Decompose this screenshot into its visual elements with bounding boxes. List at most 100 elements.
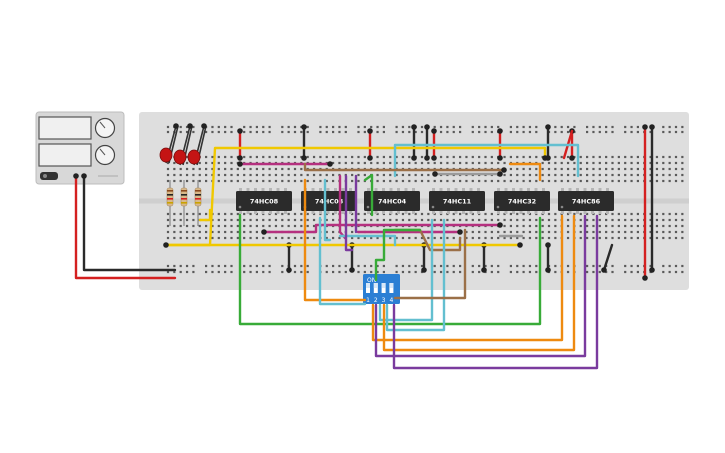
hole[interactable] [319,125,322,129]
hole[interactable] [293,264,297,268]
hole[interactable] [452,212,455,216]
hole[interactable] [478,230,481,234]
hole[interactable] [439,161,443,165]
hole[interactable] [516,264,519,268]
hole[interactable] [617,236,620,240]
hole[interactable] [274,173,278,177]
hole[interactable] [592,270,595,274]
hole[interactable] [376,155,379,159]
hole[interactable] [420,179,424,183]
hole[interactable] [205,155,208,159]
hole[interactable] [636,155,639,159]
hole[interactable] [655,167,659,171]
hole[interactable] [516,224,519,228]
hole[interactable] [554,161,557,165]
hole[interactable] [205,224,208,228]
hole[interactable] [674,218,678,222]
hole[interactable] [649,212,652,216]
hole[interactable] [408,270,411,274]
hole[interactable] [211,125,214,129]
hole[interactable] [262,130,265,134]
hole[interactable] [624,179,627,183]
hole[interactable] [395,173,398,177]
hole[interactable] [173,173,176,177]
hole[interactable] [268,167,271,171]
hole[interactable] [439,130,443,134]
hole[interactable] [586,173,589,177]
hole[interactable] [636,173,639,177]
hole[interactable] [471,161,474,165]
hole[interactable] [192,125,195,129]
hole[interactable] [598,125,601,129]
hole[interactable] [325,270,328,274]
hole[interactable] [293,236,297,240]
hole[interactable] [490,125,493,129]
hole[interactable] [605,179,608,183]
hole[interactable] [439,270,443,274]
resistor-icon[interactable] [180,187,188,207]
hole[interactable] [224,179,227,183]
hole[interactable] [471,270,474,274]
hole[interactable] [509,270,512,274]
hole[interactable] [611,155,614,159]
hole[interactable] [668,218,671,222]
hole[interactable] [274,155,278,159]
hole[interactable] [497,125,500,129]
hole[interactable] [249,173,252,177]
hole[interactable] [465,212,468,216]
hole[interactable] [192,236,195,240]
hole[interactable] [192,264,195,268]
power-supply[interactable] [35,111,125,185]
hole[interactable] [230,130,233,134]
hole[interactable] [535,167,538,171]
hole[interactable] [351,212,354,216]
hole[interactable] [459,161,462,165]
hole[interactable] [363,125,366,129]
hole[interactable] [370,218,373,222]
hole[interactable] [484,125,487,129]
hole[interactable] [566,155,570,159]
hole[interactable] [681,161,684,165]
hole[interactable] [509,236,512,240]
hole[interactable] [173,218,176,222]
hole[interactable] [611,230,614,234]
hole[interactable] [420,264,424,268]
hole[interactable] [566,264,570,268]
hole[interactable] [192,230,195,234]
hole[interactable] [338,264,341,268]
hole[interactable] [586,167,589,171]
hole[interactable] [376,161,379,165]
hole[interactable] [655,179,659,183]
hole[interactable] [484,218,487,222]
hole[interactable] [351,230,354,234]
wire-cyan[interactable] [323,178,332,242]
hole[interactable] [274,167,278,171]
hole[interactable] [274,236,278,240]
hole[interactable] [630,155,633,159]
hole[interactable] [363,264,366,268]
output-switch[interactable] [40,172,58,180]
hole[interactable] [357,161,360,165]
hole[interactable] [179,130,182,134]
hole[interactable] [236,179,239,183]
hole[interactable] [293,224,297,228]
hole[interactable] [281,125,284,129]
hole[interactable] [541,179,544,183]
hole[interactable] [674,125,678,129]
hole[interactable] [617,179,620,183]
hole[interactable] [420,212,424,216]
hole[interactable] [554,155,557,159]
wire-end[interactable] [457,229,463,235]
hole[interactable] [579,230,582,234]
hole[interactable] [490,212,493,216]
hole[interactable] [586,264,589,268]
hole[interactable] [554,167,557,171]
hole[interactable] [306,224,309,228]
chip-body[interactable] [494,191,550,211]
hole[interactable] [459,130,462,134]
hole[interactable] [516,218,519,222]
hole[interactable] [332,270,335,274]
hole[interactable] [185,230,189,234]
hole[interactable] [262,224,265,228]
hole[interactable] [205,264,208,268]
